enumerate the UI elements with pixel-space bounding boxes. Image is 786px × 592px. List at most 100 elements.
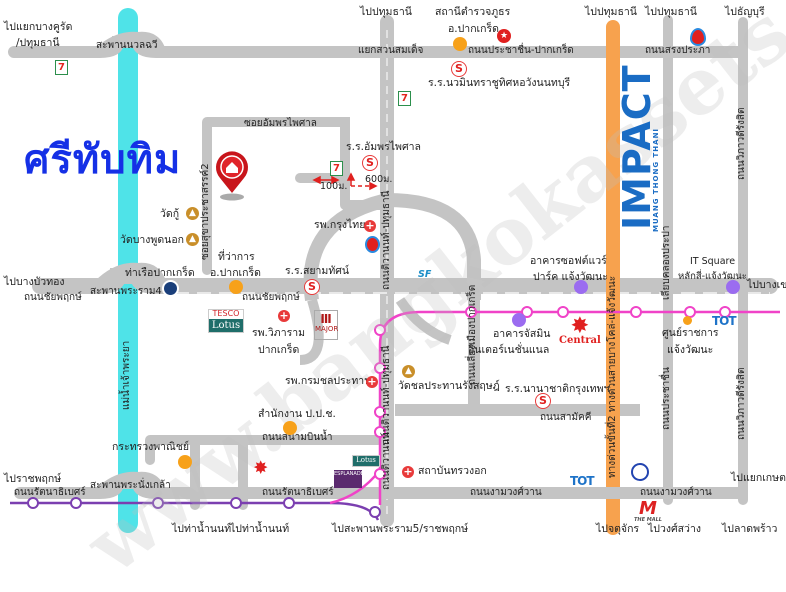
label-isb-school: ร.ร.นานาชาติกรุงเทพฯ xyxy=(505,383,610,395)
label-to-ratchaphruek: ไปราชพฤกษ์ xyxy=(4,473,62,485)
label-prachachuen-pakkret: ถนนประชาชื่น-ปากเกร็ด xyxy=(468,45,574,56)
label-vibhavadi-lower: ถนนวิภาวดีรังสิต xyxy=(736,367,747,440)
ptt-gas-icon-2 xyxy=(365,236,380,253)
hospital-icon-krungthai: + xyxy=(364,219,376,232)
hospital-icon-thanyarak: + xyxy=(402,465,414,478)
mall-text: THE MALL xyxy=(634,517,662,523)
page-title: ศรีทับทิม xyxy=(24,137,182,183)
label-rattanathibet-left: ถนนรัตนาธิเบศร์ xyxy=(14,487,86,498)
label-to-rama5: ไปสะพานพระราม5/ราชพฤกษ์ xyxy=(332,523,469,535)
interchange-curve-right xyxy=(386,193,481,300)
label-navamin-school: ร.ร.นวมินทราชูทิศหอวังนนทบุรี xyxy=(428,77,571,89)
seven-eleven-icon: 7 xyxy=(55,60,68,75)
label-nawalchawi-bridge: สะพานนวลฉวี xyxy=(96,40,158,51)
label-vibharam-hosp-2: ปากเกร็ด xyxy=(258,344,300,356)
school-icon-navamin: S xyxy=(451,61,467,77)
label-pwa-office: สำนักงาน ป.ป.ช. xyxy=(258,408,336,420)
label-som-det-junction: แยกสวนสมเด็จ xyxy=(358,45,424,56)
central-logo: ✸Central xyxy=(559,313,601,346)
tesco-lotus-logo-2: Lotus xyxy=(352,455,380,467)
seven-eleven-icon-2: 7 xyxy=(398,91,411,106)
label-tiwanon-lower: ถนนติวานนท์-ปทุมธานี xyxy=(381,345,392,445)
label-to-tha-nam-2: ไปท่าน้ำนนท์ xyxy=(230,523,290,535)
label-tiwanon: ถนนติวานนท์-ปทุมธานี xyxy=(381,190,392,290)
lotus-text-2: Lotus xyxy=(353,456,379,466)
school-icon-isb: S xyxy=(535,393,551,409)
label-chonprathan-hosp: รพ.กรมชลประทาน xyxy=(285,375,372,387)
label-to-chatuchak: ไปจตุจักร xyxy=(596,523,640,535)
label-police-2: อ.ปากเกร็ด xyxy=(448,23,499,35)
label-ngamwongwan-right: ถนนงามวงศ์วาน xyxy=(640,487,712,498)
tesco-text: TESCO xyxy=(212,309,240,318)
label-jasmine-1: อาคารจัสมิน xyxy=(493,328,551,340)
label-dist-600: 600ม. xyxy=(365,174,393,185)
central-logo-2: ✸ xyxy=(254,458,268,477)
interchange-curve-lower xyxy=(299,298,324,365)
label-it-square-1: IT Square xyxy=(690,256,736,267)
label-expressway: ทางด่วนขั้นที่2 ทางด่วนสายบางโคล่-แจ้งวั… xyxy=(607,275,618,478)
label-chaiyaphruek-left: ถนนชัยพฤกษ์ xyxy=(24,292,82,303)
seven-eleven-icon-3: 7 xyxy=(330,161,343,176)
label-prachachuen: ถนนประชาชื่น xyxy=(661,367,672,430)
label-police-1: สถานีตำรวจภูธร xyxy=(435,6,511,18)
label-to-wong-sawang: ไปวงศ์สว่าง xyxy=(648,523,701,535)
soi-amphon-roads xyxy=(202,117,391,275)
district-office-icon xyxy=(229,280,243,294)
hospital-icon-vibharam: + xyxy=(278,309,290,322)
sf-cinema-logo: SF xyxy=(418,269,432,280)
distance-arrows xyxy=(312,172,378,191)
label-pier: ท่าเรือปากเกร็ด xyxy=(125,267,195,279)
map-canvas: www.bangkokassets.com ศรีทับทิม ไปแยกบาง… xyxy=(4,0,786,592)
tot-logo-2: TOT xyxy=(570,474,595,488)
jasmine-icon xyxy=(512,313,526,327)
label-to-pathum-2: ไปปทุมธานี xyxy=(585,6,637,18)
home-pin-icon xyxy=(216,151,248,201)
label-wat-chonprathan: วัดชลประทานรังสฤษฎ์ xyxy=(398,380,500,392)
label-district-office-2: อ.ปากเกร็ด xyxy=(210,267,261,279)
label-siam-school: ร.ร.สยามทัศน์ xyxy=(285,265,350,277)
label-to-bang-khen: ไปบางเขน xyxy=(747,279,786,291)
label-software-park-1: อาคารซอฟต์แวร์ xyxy=(530,255,607,267)
it-square-icon xyxy=(726,280,740,294)
label-sanambinnam: ถนนสนามบินน้ำ xyxy=(262,432,333,443)
label-soi-prachasan2: ซอยสุขาประชาสรรค์2 xyxy=(200,163,211,260)
label-rattanathibet-mid: ถนนรัตนาธิเบศร์ xyxy=(262,487,334,498)
nonthaburi-bridge xyxy=(95,471,166,498)
label-samakkhi: ถนนสามัคคี xyxy=(540,412,592,423)
label-to-kaset: ไปแยกเกษตร xyxy=(731,472,786,484)
label-gov-center-2: แจ้งวัฒนะ xyxy=(667,344,714,356)
impact-subtitle: MUANG THONG THANI xyxy=(652,127,660,232)
pink-line xyxy=(378,310,780,505)
label-it-square-2: หลักสี่-แจ้งวัฒนะ xyxy=(678,271,747,282)
temple-icon-wat-bang-phut: ▲ xyxy=(186,233,199,246)
interchange-curve-lower-right xyxy=(395,297,452,345)
label-dist-100: 100ม. xyxy=(320,181,348,192)
temple-icon-wat-chonprathan: ▲ xyxy=(402,365,415,378)
label-rama4-bridge: สะพานพระราม4 xyxy=(90,286,162,297)
ptt-gas-icon xyxy=(690,28,706,46)
label-to-bangkruai: ไปแยกบางคูรัด xyxy=(4,21,73,33)
software-park-icon xyxy=(574,280,588,294)
caltex-icon: ★ xyxy=(497,29,511,43)
road-sanambinnam xyxy=(145,435,383,510)
label-to-bang-bua-thong: ไปบางบัวทอง xyxy=(4,276,65,288)
label-to-pathum-1: ไปปทุมธานี xyxy=(360,6,412,18)
esplanade-logo: ESPLANADE xyxy=(334,470,364,488)
label-to-lat-phrao: ไปลาดพร้าว xyxy=(722,523,778,535)
label-vibhavadi-upper: ถนนวิภาวดีรังสิต xyxy=(736,107,747,180)
label-to-pathum-3: ไปปทุมธานี xyxy=(645,6,697,18)
label-nonthaburi-bridge: สะพานพระนั่งเกล้า xyxy=(90,480,171,491)
pwa-office-icon xyxy=(283,421,297,435)
label-amphon-school: ร.ร.อัมพรไพศาล xyxy=(346,141,421,153)
school-icon-siam: S xyxy=(304,279,320,295)
label-district-office-1: ที่ว่าการ xyxy=(218,251,255,263)
label-liang-muang: ถนนเลี่ยงเมืองปากเกร็ด xyxy=(467,284,478,385)
label-tiwanon-bottom: ถนนติวานนท์ xyxy=(381,432,392,490)
central-text: Central xyxy=(559,335,601,346)
label-commerce-ministry: กระทรวงพาณิชย์ xyxy=(112,441,190,453)
court-icon xyxy=(631,463,649,481)
label-chaiyaphruek-mid: ถนนชัยพฤกษ์ xyxy=(242,292,300,303)
police-station-icon xyxy=(453,37,467,51)
